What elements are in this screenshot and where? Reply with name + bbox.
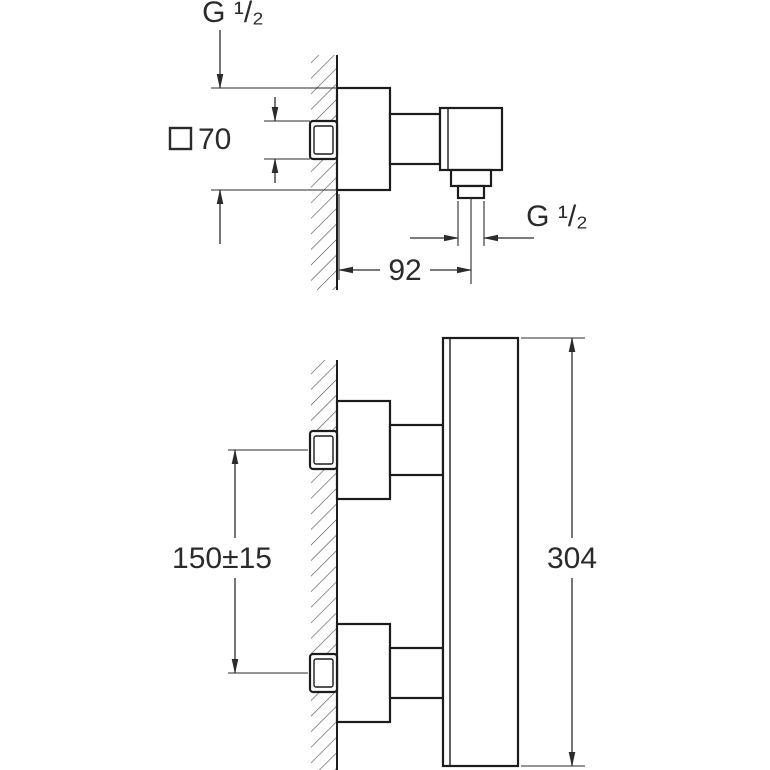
union-nut-inner	[313, 125, 334, 155]
wall-hatch-front	[311, 360, 337, 770]
inlet-thread-label: G ¹/₂	[202, 0, 264, 29]
escutcheon-side-view	[335, 86, 392, 192]
dimension-inlet-thread: G ¹/₂	[202, 0, 264, 89]
outlet-thread-stub	[456, 184, 486, 200]
escutcheon-upper	[335, 399, 392, 501]
dimension-150: 150±15	[172, 449, 308, 674]
dimension-304: 304	[521, 337, 597, 767]
union-nut-lower-inner	[313, 658, 334, 688]
union-nut-lower-outer	[308, 652, 339, 694]
connection-spacing-dim-text: 150±15	[172, 542, 272, 575]
connection-pipe-side	[388, 112, 442, 166]
union-nut-upper-outer	[308, 429, 339, 471]
top-view: G ¹/₂ 70 G ¹/₂ 92	[168, 0, 588, 290]
union-nut-outer	[308, 119, 339, 161]
wall-offset-dim-text: 92	[388, 254, 421, 287]
connection-pipe-lower	[388, 646, 445, 700]
dimension-escutcheon-70: 70	[168, 87, 337, 244]
connection-pipe-upper	[388, 423, 445, 477]
dimension-92: 92	[338, 194, 472, 287]
total-height-dim-text: 304	[547, 542, 597, 575]
dimension-outlet-thread: G ¹/₂	[410, 200, 588, 246]
front-view: 150±15 304	[172, 336, 597, 770]
escutcheon-dim-text: 70	[198, 123, 231, 156]
thermostat-body	[441, 336, 520, 768]
outlet-nut	[449, 168, 493, 188]
square-symbol-icon	[168, 126, 193, 151]
valve-body-side	[438, 106, 504, 172]
union-nut-upper-inner	[313, 435, 334, 465]
outlet-thread-label: G ¹/₂	[526, 200, 588, 233]
escutcheon-lower	[335, 622, 392, 724]
wall-hatch-top	[311, 55, 337, 290]
